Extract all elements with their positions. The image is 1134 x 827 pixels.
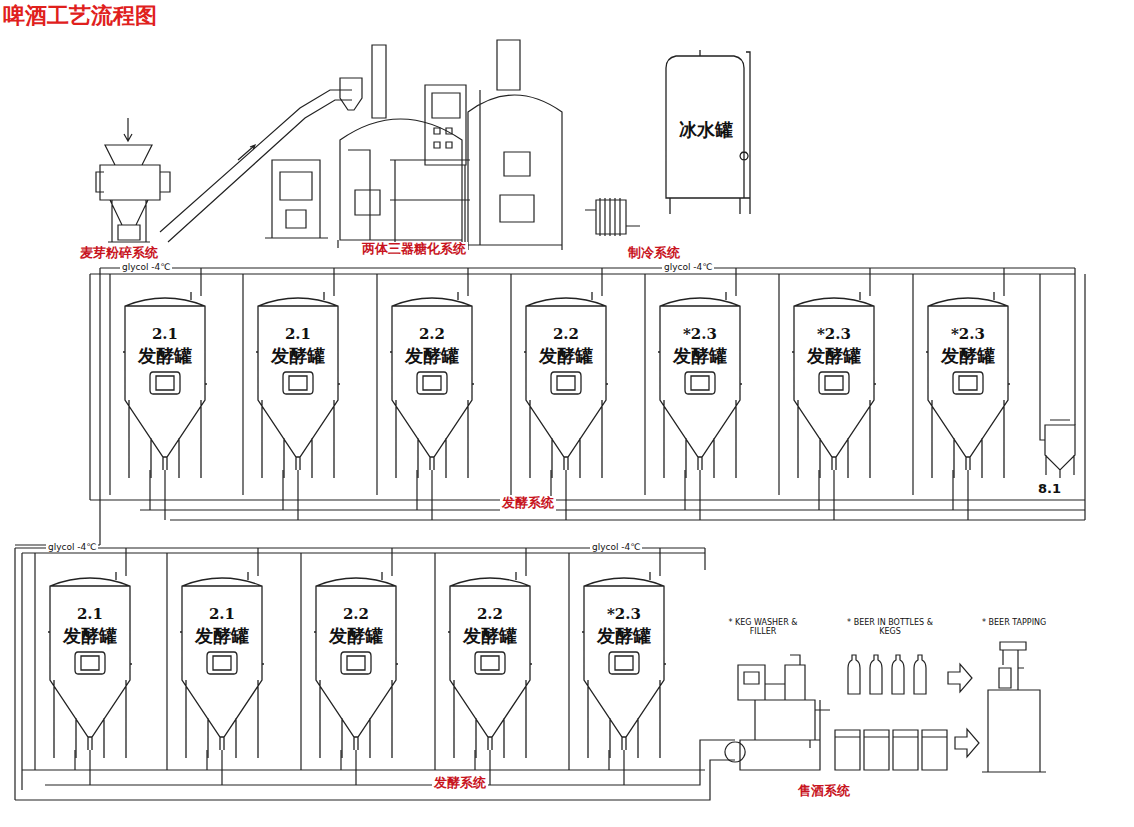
tank-number: 2.2 bbox=[448, 606, 532, 623]
note-label: glycol -4℃ bbox=[590, 542, 642, 552]
conveyor-pipe bbox=[160, 90, 352, 242]
bottles bbox=[848, 655, 926, 694]
tank-shape bbox=[792, 292, 876, 478]
flow-arrow bbox=[948, 664, 979, 757]
tank-shape bbox=[180, 572, 264, 758]
tank-number: 2.1 bbox=[256, 326, 340, 343]
system-label: 售酒系统 bbox=[796, 784, 852, 799]
fermentation-tank: 2.2 发酵罐 bbox=[448, 572, 532, 762]
tank-name: 发酵罐 bbox=[48, 626, 132, 646]
tank-outline bbox=[448, 572, 532, 762]
fermentation-tank: 2.2 发酵罐 bbox=[314, 572, 398, 762]
tank-name: 发酵罐 bbox=[180, 626, 264, 646]
malt-mill bbox=[96, 145, 170, 242]
fermentation-tank: *2.3 发酵罐 bbox=[582, 572, 666, 762]
tank-number: 2.1 bbox=[48, 606, 132, 623]
kegs bbox=[835, 730, 947, 770]
tank-name: 发酵罐 bbox=[524, 346, 608, 366]
callout-number: 8.1 bbox=[1036, 482, 1063, 497]
tank-shape bbox=[926, 292, 1010, 478]
tank-outline bbox=[524, 292, 608, 482]
note-label: glycol -4℃ bbox=[46, 542, 98, 552]
tank-number: *2.3 bbox=[926, 326, 1010, 343]
tank-shape bbox=[314, 572, 398, 758]
tank-shape bbox=[524, 292, 608, 478]
keg-filler bbox=[725, 655, 830, 770]
tank-shape bbox=[123, 292, 207, 478]
fermentation-tank: 2.2 发酵罐 bbox=[390, 292, 474, 482]
tank-outline bbox=[658, 292, 742, 482]
tank-outline bbox=[314, 572, 398, 762]
note-label: * BEER IN BOTTLES & KEGS bbox=[842, 618, 938, 636]
tank-shape bbox=[390, 292, 474, 478]
fermentation-tank: *2.3 发酵罐 bbox=[792, 292, 876, 482]
tank-number: *2.3 bbox=[658, 326, 742, 343]
fermentation-tank: 2.2 发酵罐 bbox=[524, 292, 608, 482]
tank-shape bbox=[48, 572, 132, 758]
tank-outline bbox=[390, 292, 474, 482]
fermentation-tank: 2.1 发酵罐 bbox=[48, 572, 132, 762]
tank-name: 发酵罐 bbox=[256, 346, 340, 366]
tank-name: 发酵罐 bbox=[792, 346, 876, 366]
ice-water-tank: 冰水罐 bbox=[660, 48, 752, 218]
diagram-title: 啤酒工艺流程图 bbox=[3, 1, 157, 31]
tank-outline bbox=[48, 572, 132, 762]
system-label: 发酵系统 bbox=[432, 776, 488, 791]
tank-name: 发酵罐 bbox=[390, 346, 474, 366]
glycol-pipes bbox=[90, 268, 1085, 545]
note-label: * BEER TAPPING bbox=[980, 618, 1048, 627]
mash-lauter-vessel bbox=[338, 45, 462, 248]
tank-name: 发酵罐 bbox=[582, 626, 666, 646]
system-label: 麦芽粉碎系统 bbox=[78, 246, 160, 261]
fermentation-tank: 2.1 发酵罐 bbox=[123, 292, 207, 482]
tank-name: 发酵罐 bbox=[926, 346, 1010, 366]
fermentation-tank: *2.3 发酵罐 bbox=[658, 292, 742, 482]
tank-name: 冰水罐 bbox=[660, 120, 752, 140]
kettle-whirlpool bbox=[468, 40, 562, 250]
tank-name: 发酵罐 bbox=[123, 346, 207, 366]
tank-outline bbox=[256, 292, 340, 482]
tank-outline bbox=[180, 572, 264, 762]
beer-tap bbox=[982, 642, 1046, 772]
tank-outline bbox=[123, 292, 207, 482]
tank-number: *2.3 bbox=[582, 606, 666, 623]
small-tank bbox=[1045, 420, 1075, 478]
note-label: glycol -4℃ bbox=[662, 262, 714, 272]
system-label: 发酵系统 bbox=[500, 496, 556, 511]
tank-number: 2.1 bbox=[123, 326, 207, 343]
tank-number: *2.3 bbox=[792, 326, 876, 343]
tank-shape bbox=[256, 292, 340, 478]
fermentation-tank: 2.1 发酵罐 bbox=[256, 292, 340, 482]
fermentation-tank: 2.1 发酵罐 bbox=[180, 572, 264, 762]
note-label: * KEG WASHER & FILLER bbox=[722, 618, 804, 636]
control-cabinet bbox=[265, 160, 328, 238]
tank-number: 2.2 bbox=[390, 326, 474, 343]
tank-shape bbox=[658, 292, 742, 478]
tank-name: 发酵罐 bbox=[448, 626, 532, 646]
tank-name: 发酵罐 bbox=[314, 626, 398, 646]
system-label: 制冷系统 bbox=[626, 246, 682, 261]
tank-outline bbox=[582, 572, 666, 762]
fermentation-tank: *2.3 发酵罐 bbox=[926, 292, 1010, 482]
tank-number: 2.2 bbox=[524, 326, 608, 343]
plate-heat-exchanger bbox=[585, 198, 640, 236]
tank-outline bbox=[926, 292, 1010, 482]
control-panel bbox=[390, 85, 470, 245]
tank-outline bbox=[792, 292, 876, 482]
tank-number: 2.2 bbox=[314, 606, 398, 623]
tank-name: 发酵罐 bbox=[658, 346, 742, 366]
tank-shape bbox=[448, 572, 532, 758]
system-label: 两体三器糖化系统 bbox=[360, 242, 468, 257]
feed-arrow bbox=[124, 118, 132, 141]
glycol-pipes bbox=[15, 545, 735, 800]
note-label: glycol -4℃ bbox=[120, 262, 172, 272]
cyclone bbox=[340, 78, 362, 110]
tank-shape bbox=[582, 572, 666, 758]
tank-number: 2.1 bbox=[180, 606, 264, 623]
